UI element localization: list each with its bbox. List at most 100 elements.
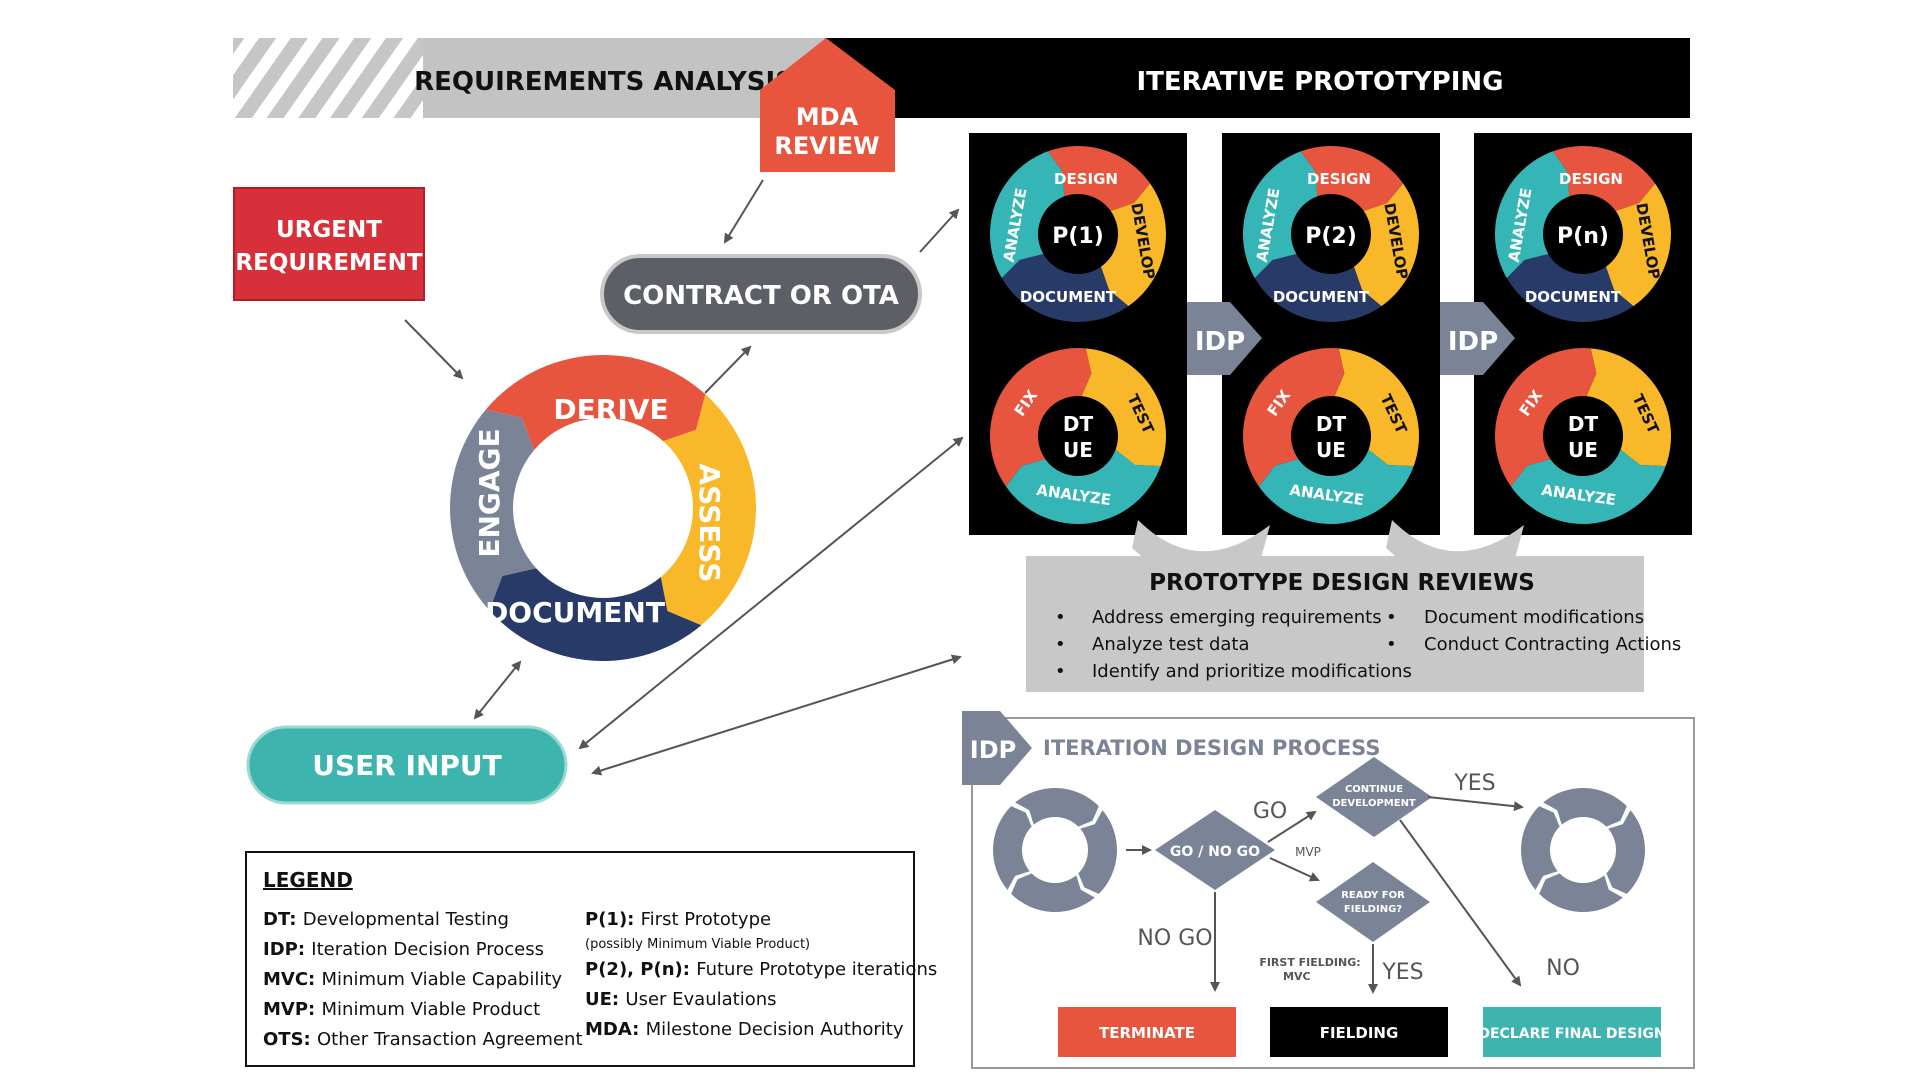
urgent-line-2: REQUIREMENT xyxy=(235,250,422,276)
connector-arrows xyxy=(404,179,964,776)
legend-entry: P(1): First Prototype xyxy=(585,909,771,930)
terminate-label: TERMINATE xyxy=(1099,1024,1195,1042)
legend-entry: MVC: Minimum Viable Capability xyxy=(263,969,562,990)
arrow-cycle-to-contract xyxy=(704,345,752,394)
test-center xyxy=(1293,398,1369,474)
assess-label: ASSESS xyxy=(693,464,726,583)
design-label: DESIGN xyxy=(1307,170,1371,188)
idp-arrow-2: IDP xyxy=(1440,302,1515,375)
idp-arrow-2-label: IDP xyxy=(1448,327,1498,357)
first-fielding-line-1: FIRST FIELDING: xyxy=(1259,956,1360,969)
test-test-segment xyxy=(1586,348,1672,467)
go-no-go-diamond xyxy=(1155,810,1275,890)
arrow-no xyxy=(1399,819,1522,987)
ready-for-fielding-diamond xyxy=(1316,862,1430,942)
idp-start-label: P(1) xyxy=(1041,840,1069,856)
test-analyze-segment xyxy=(1510,449,1666,525)
idp-ring-segment xyxy=(1606,810,1646,894)
ue-label: UE xyxy=(1063,438,1093,462)
test-fix-segment xyxy=(1243,348,1345,487)
contract-label: CONTRACT OR OTA xyxy=(623,281,899,311)
requirements-band xyxy=(423,38,870,118)
design-label: DESIGN xyxy=(1559,170,1623,188)
declare-final-design-box xyxy=(1483,1007,1661,1057)
bullet: • xyxy=(1386,634,1397,655)
test-test-segment xyxy=(1334,348,1420,467)
idp-rings xyxy=(993,788,1646,912)
idp-process-title: ITERATION DESIGN PROCESS xyxy=(1043,736,1380,760)
ue-label: UE xyxy=(1316,438,1346,462)
design-label: DESIGN xyxy=(1054,170,1118,188)
arrow-urgent-to-cycle xyxy=(404,319,464,380)
design-review-item: Address emerging requirements xyxy=(1092,607,1382,628)
document-label: DOCUMENT xyxy=(1020,288,1117,306)
header-bar: REQUIREMENTS ANALYSIS ITERATIVE PROTOTYP… xyxy=(233,38,1690,172)
mda-review-line-2: REVIEW xyxy=(774,132,879,160)
design-review-item: Conduct Contracting Actions xyxy=(1424,634,1681,655)
prototype-label: P(1) xyxy=(1052,224,1104,249)
idp-badge-label: IDP xyxy=(970,736,1016,764)
derive-label: DERIVE xyxy=(553,393,668,426)
design-review-item: Document modifications xyxy=(1424,607,1644,628)
idp-ring-segment xyxy=(1539,873,1623,912)
legend-frame xyxy=(245,851,915,1067)
idp-ring-segment xyxy=(1543,788,1627,827)
terminate-box xyxy=(1058,1007,1236,1057)
proto-document-segment xyxy=(1506,254,1634,323)
idp-flow-arrows xyxy=(1126,796,1524,994)
idp-ring-segment xyxy=(1015,788,1099,827)
first-fielding-line-2: MVC xyxy=(1283,970,1311,983)
test-fix-segment xyxy=(990,348,1092,487)
arrow-contract-to-prototype xyxy=(919,208,960,253)
arrow-mvp xyxy=(1269,857,1320,882)
idp-ring-segment xyxy=(1521,806,1560,890)
legend-entry: OTS: Other Transaction Agreement xyxy=(263,1029,583,1050)
iterative-prototyping-label: ITERATIVE PROTOTYPING xyxy=(1136,67,1503,97)
idp-badge xyxy=(962,711,1032,785)
design-reviews-title: PROTOTYPE DESIGN REVIEWS xyxy=(1149,570,1535,596)
arrow-mda-to-contract xyxy=(723,179,764,244)
engage-segment xyxy=(450,409,537,611)
mda-review-badge: MDA REVIEW xyxy=(760,38,895,172)
bullet: • xyxy=(1386,607,1397,628)
design-review-item: Identify and prioritize modifications xyxy=(1092,661,1412,682)
no-go-label: NO GO xyxy=(1137,926,1212,951)
legend-entry: UE: User Evaulations xyxy=(585,989,777,1010)
continue-line-2: DEVELOPMENT xyxy=(1332,798,1416,809)
proto-design-segment xyxy=(1300,146,1404,212)
legend-title: LEGEND xyxy=(263,868,353,892)
design-reviews-box: PROTOTYPE DESIGN REVIEWS • Address emerg… xyxy=(1026,556,1681,692)
bullet: • xyxy=(1055,634,1066,655)
urgent-requirement-box: URGENT REQUIREMENT xyxy=(233,187,425,301)
idp-arrow-1: IDP xyxy=(1187,302,1262,375)
idp-ring-segment xyxy=(1011,873,1095,912)
legend-entry: MVP: Minimum Viable Product xyxy=(263,999,540,1020)
arrow-user-reviews xyxy=(591,654,962,776)
test-fix-segment xyxy=(1495,348,1597,487)
arrow-go xyxy=(1267,810,1317,843)
requirements-analysis-label: REQUIREMENTS ANALYSIS xyxy=(414,67,794,97)
legend-entry: (possibly Minimum Viable Product) xyxy=(585,937,810,952)
go-no-go-label: GO / NO GO xyxy=(1170,844,1260,860)
idp-ring-segment xyxy=(1078,810,1118,894)
test-center xyxy=(1545,398,1621,474)
legend-right-column: P(1): First Prototype (possibly Minimum V… xyxy=(585,909,937,1040)
ue-label: UE xyxy=(1568,438,1598,462)
dt-label: DT xyxy=(1568,412,1599,436)
user-input-label: USER INPUT xyxy=(312,749,502,782)
dt-label: DT xyxy=(1316,412,1347,436)
design-review-item: Analyze test data xyxy=(1092,634,1249,655)
prototype-cycles: P(1)DESIGNDEVELOPDOCUMENTANALYZEDTUETEST… xyxy=(990,145,1672,525)
yes-label: YES xyxy=(1453,771,1495,796)
legend-entry: P(2), P(n): Future Prototype iterations xyxy=(585,959,937,980)
mda-review-line-1: MDA xyxy=(796,103,859,131)
mvp-label: MVP xyxy=(1295,845,1321,859)
proto-center xyxy=(1040,196,1116,272)
arrow-user-cycle xyxy=(473,660,522,720)
no-label: NO xyxy=(1546,956,1580,981)
legend-entry: DT: Developmental Testing xyxy=(263,909,509,930)
user-input-pill: USER INPUT xyxy=(246,725,568,805)
test-analyze-segment xyxy=(1005,449,1161,525)
